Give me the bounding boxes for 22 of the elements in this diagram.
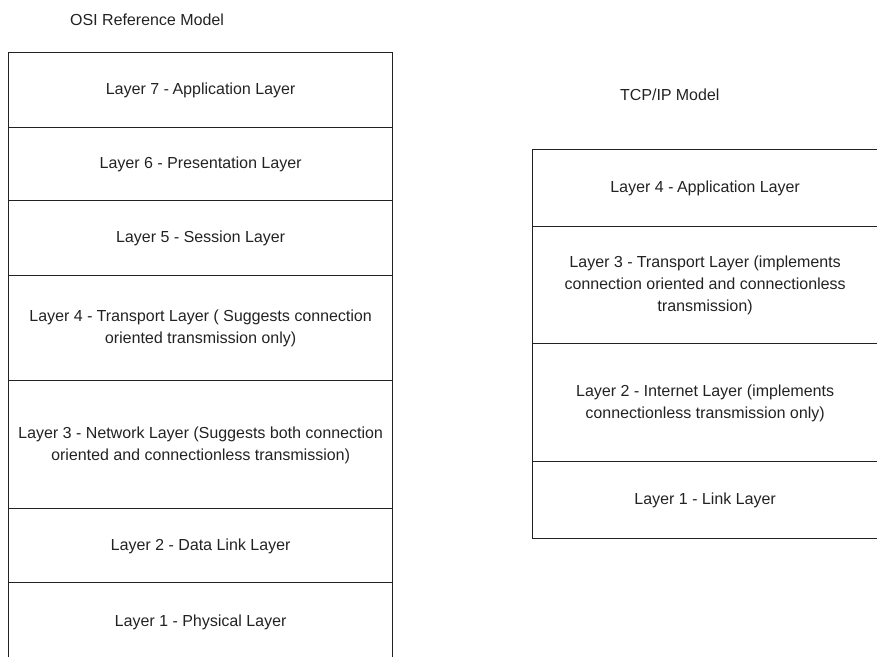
layer-name: Layer 2 - Data Link Layer [110, 536, 290, 556]
layer-box [532, 461, 877, 539]
layer-name: Layer 1 - Link Layer [634, 490, 776, 510]
layer-name: Layer 4 - Application Layer [610, 178, 800, 198]
layer-name: Layer 7 - Application Layer [106, 80, 296, 100]
layer-name: Layer 3 - Transport Layer (implements connection oriented and connectionless transmission) [563, 253, 847, 317]
layer-box [8, 380, 393, 509]
column-heading: TCP/IP Model [620, 87, 720, 105]
layer-box [8, 127, 393, 201]
layer-box [8, 275, 393, 381]
column-heading: OSI Reference Model [70, 12, 224, 30]
layer-name: Layer 6 - Presentation Layer [100, 154, 302, 174]
layer-name: Layer 4 - Transport Layer ( Suggests connection oriented transmission only) [28, 307, 373, 349]
layer-box [8, 582, 393, 657]
layer-name: Layer 5 - Session Layer [116, 228, 285, 248]
layer-box [8, 200, 393, 276]
layer-box [532, 149, 877, 227]
layer-name: Layer 2 - Internet Layer (implements connectionless transmission only) [575, 382, 835, 424]
layer-name: Layer 1 - Physical Layer [114, 612, 286, 632]
layer-name: Layer 3 - Network Layer (Suggests both connection oriented and connectionless transmission) [17, 424, 384, 466]
layer-box [8, 52, 393, 128]
layer-box [8, 508, 393, 583]
